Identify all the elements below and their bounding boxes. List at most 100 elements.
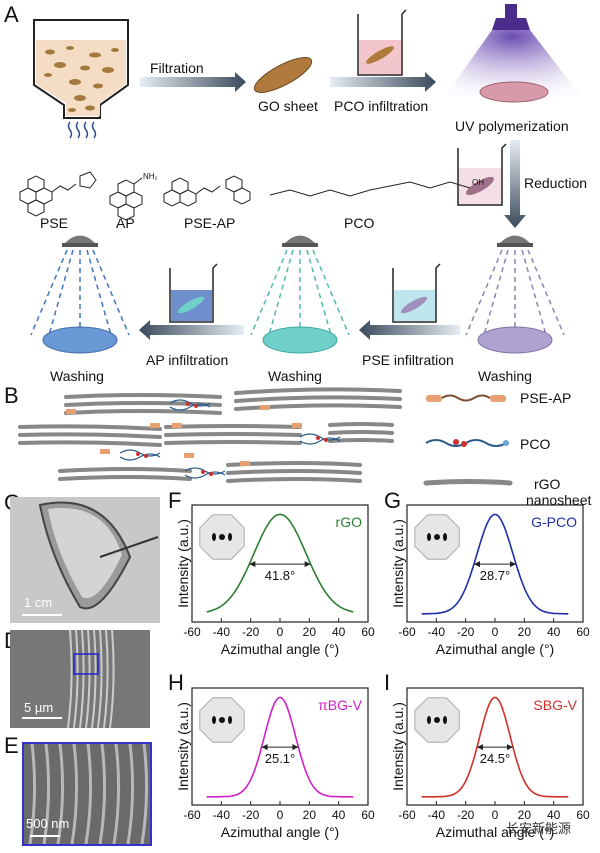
x-tick-label-i-4: 20 (518, 808, 532, 822)
label-washing-middle: Washing (268, 368, 322, 384)
x-axis-label-f: Azimuthal angle (°) (221, 641, 339, 657)
washing-lamp-right-icon (465, 235, 565, 354)
x-tick-label-h-4: 20 (303, 808, 317, 822)
arrow-pse (359, 320, 460, 340)
label-filtration: Filtration (150, 60, 204, 76)
filtration-funnel-icon (33, 19, 129, 139)
panel-label-f: F (168, 488, 182, 513)
x-tick-label-f-5: 40 (332, 625, 346, 639)
washing-lamp-left-icon (30, 235, 130, 354)
y-axis-label-g: Intensity (a.u.) (390, 519, 406, 608)
panel-label-h: H (168, 670, 184, 695)
label-pse-infiltration: PSE infiltration (362, 352, 454, 368)
x-tick-label-h-2: -20 (242, 808, 260, 822)
x-tick-label-g-4: 20 (518, 625, 532, 639)
label-washing-left: Washing (50, 368, 104, 384)
curve-f (206, 513, 354, 613)
panel-label-b: B (4, 383, 19, 408)
legend-pse-ap-icon (426, 394, 506, 402)
x-tick-label-h-6: 60 (361, 808, 375, 822)
saxs-arc-left-g (427, 533, 431, 541)
label-nh2: NH₂ (143, 172, 158, 181)
label-pse-ap: PSE-AP (184, 215, 236, 231)
x-tick-label-h-5: 40 (332, 808, 346, 822)
scale-bar-e: 500 nm (26, 816, 70, 831)
fwhm-arrow-left-g (473, 561, 480, 568)
sem-image-d: 5 µm (10, 629, 150, 729)
label-oh: OH (472, 178, 484, 187)
photo-film: 1 cm (10, 497, 160, 623)
fwhm-arrow-right-h (292, 744, 299, 751)
x-tick-label-g-3: 0 (492, 625, 499, 639)
x-tick-label-f-6: 60 (361, 625, 375, 639)
x-tick-label-h-3: 0 (277, 808, 284, 822)
x-tick-label-g-6: 60 (576, 625, 590, 639)
saxs-arc-left-f (212, 533, 216, 541)
panel-label-i: I (384, 670, 391, 695)
x-tick-label-f-3: 0 (277, 625, 284, 639)
y-axis-label-i: Intensity (a.u.) (390, 702, 406, 791)
scale-bar-d: 5 µm (24, 700, 54, 715)
arrow-pco (330, 72, 436, 92)
fwhm-label-g: 28.7° (480, 568, 511, 583)
saxs-center-h (219, 717, 225, 723)
beaker-pse-icon (392, 263, 441, 323)
legend-label-pse-ap: PSE-AP (520, 390, 572, 406)
beaker-pco-icon (357, 9, 407, 76)
washing-lamp-middle-icon (250, 235, 350, 354)
pse-molecule-icon (19, 171, 97, 217)
y-axis-label-h: Intensity (a.u.) (175, 702, 191, 791)
go-sheet-icon (253, 57, 313, 93)
series-label-f: rGO (336, 514, 363, 530)
x-tick-label-i-1: -40 (428, 808, 446, 822)
label-pco-infiltration: PCO infiltration (334, 98, 429, 114)
x-axis-label-h: Azimuthal angle (°) (221, 824, 339, 840)
fwhm-arrow-left-i (477, 744, 484, 751)
saxs-arc-right-f (228, 533, 232, 541)
fwhm-arrow-left-h (261, 744, 268, 751)
x-tick-label-f-2: -20 (242, 625, 260, 639)
x-tick-label-f-4: 20 (303, 625, 317, 639)
fwhm-arrow-right-f (304, 561, 311, 568)
legend-label-nanosheet: nanosheet (526, 492, 592, 508)
fwhm-arrow-right-i (506, 744, 513, 751)
x-axis-label-g: Azimuthal angle (°) (436, 641, 554, 657)
x-tick-label-h-0: -60 (183, 808, 201, 822)
curve-h (206, 696, 354, 798)
x-tick-label-i-2: -20 (457, 808, 475, 822)
saxs-center-i (434, 717, 440, 723)
legend-label-pco: PCO (520, 436, 551, 452)
arrow-ap (139, 320, 244, 340)
label-reduction: Reduction (524, 175, 588, 191)
legend-pco-icon (425, 439, 509, 447)
saxs-arc-right-i (443, 716, 447, 724)
legend-rgo-icon (423, 479, 513, 486)
x-tick-label-f-1: -40 (213, 625, 231, 639)
x-tick-label-i-5: 40 (547, 808, 561, 822)
series-label-i: SBG-V (533, 697, 577, 713)
process-diagram (19, 4, 580, 354)
label-washing-right: Washing (478, 368, 532, 384)
curve-i (421, 696, 569, 798)
x-tick-label-i-0: -60 (398, 808, 416, 822)
beaker-reduction-icon (457, 143, 507, 206)
pse-ap-molecule-icon (163, 175, 251, 207)
label-uv-polymerization: UV polymerization (455, 118, 569, 134)
series-label-g: G-PCO (531, 514, 577, 530)
label-go-sheet: GO sheet (258, 98, 318, 114)
legend-label-rgo: rGO (534, 476, 561, 492)
curve-g (421, 513, 569, 615)
beaker-ap-icon (169, 263, 218, 323)
label-pco: PCO (344, 215, 375, 231)
x-tick-label-f-0: -60 (183, 625, 201, 639)
y-axis-label-f: Intensity (a.u.) (175, 519, 191, 608)
scale-bar-c: 1 cm (24, 595, 53, 610)
saxs-arc-right-h (228, 716, 232, 724)
structure-diagram (18, 387, 513, 486)
x-tick-label-g-5: 40 (547, 625, 561, 639)
saxs-arc-left-h (212, 716, 216, 724)
fwhm-label-h: 25.1° (265, 751, 296, 766)
arrow-filtration (140, 72, 246, 92)
x-tick-label-g-0: -60 (398, 625, 416, 639)
fwhm-arrow-left-f (249, 561, 256, 568)
